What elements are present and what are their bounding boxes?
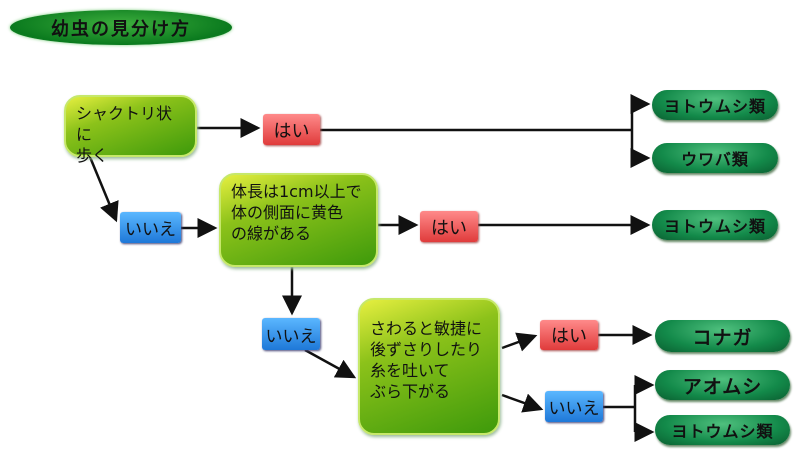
- result-yotoumushi-3: ヨトウムシ類: [655, 415, 790, 445]
- result-konaga: コナガ: [655, 320, 790, 352]
- no-label-3: いいえ: [545, 391, 603, 422]
- result-uwaba: ウワバ類: [652, 143, 778, 173]
- page-title: 幼虫の見分け方: [10, 10, 232, 45]
- yes-label-1: はい: [263, 114, 320, 145]
- question-body-length-yellow-line: 体長は1cm以上で 体の側面に黄色 の線がある: [219, 173, 378, 267]
- question-touch-reaction: さわると敏捷に 後ずさりしたり 糸を吐いて ぶら下がる: [358, 298, 500, 435]
- yes-label-3: はい: [540, 320, 598, 350]
- yes-label-2: はい: [420, 211, 478, 242]
- result-aomushi: アオムシ: [655, 370, 790, 400]
- question-crawling-gait: シャクトリ状に 歩く: [64, 95, 197, 165]
- result-yotoumushi-1: ヨトウムシ類: [652, 90, 778, 120]
- result-yotoumushi-2: ヨトウムシ類: [652, 210, 778, 240]
- no-label-2: いいえ: [262, 318, 320, 350]
- no-label-1: いいえ: [120, 212, 181, 243]
